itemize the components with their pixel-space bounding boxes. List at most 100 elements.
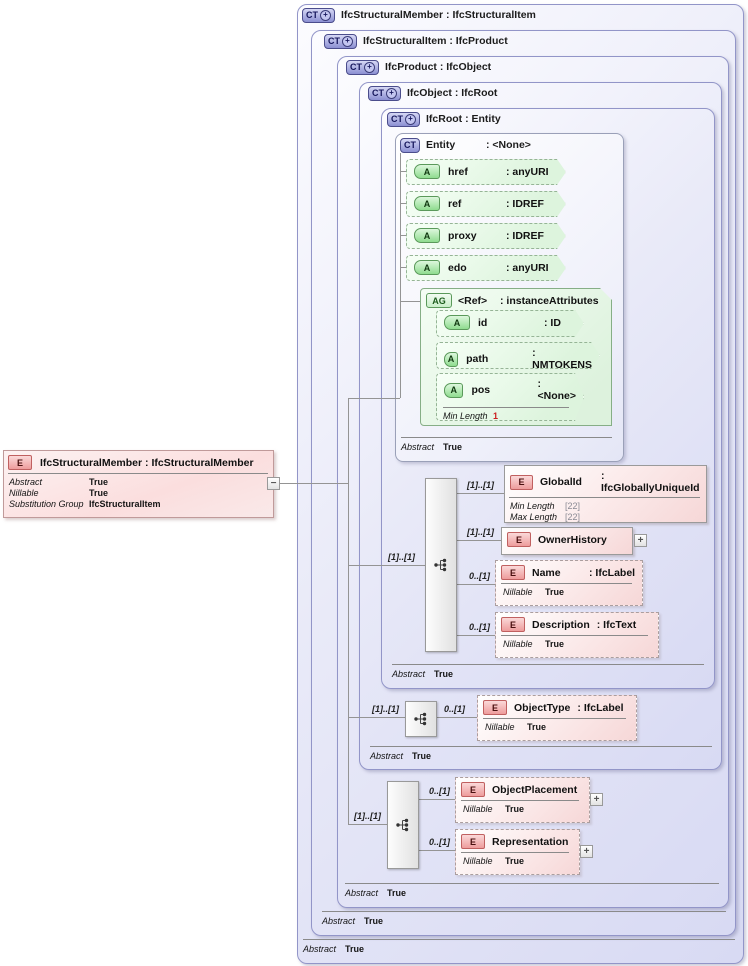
facet-label: Nillable — [9, 488, 39, 498]
container-header-ifcroot: CT+ IfcRoot : Entity — [387, 110, 501, 128]
divider — [8, 473, 268, 474]
attribute-type: : IDREF — [506, 197, 544, 210]
element-name: OwnerHistory — [538, 533, 607, 546]
divider — [322, 911, 726, 912]
element-badge: E — [483, 700, 507, 715]
element-badge: E — [501, 565, 525, 580]
connector-line — [348, 824, 387, 825]
element-type: : IfcText — [596, 618, 637, 631]
expand-button[interactable]: + — [590, 793, 603, 806]
attribute-name: proxy — [448, 229, 477, 242]
facet-label: Abstract — [322, 916, 356, 926]
facet-value: True — [505, 804, 525, 814]
facet-value: True — [545, 639, 565, 649]
attribute-group-name: <Ref> — [458, 294, 488, 307]
element-name: ObjectPlacement — [492, 783, 578, 796]
attribute-name: pos — [471, 384, 491, 396]
attribute-group-badge: AG — [426, 293, 452, 308]
container-title: IfcRoot : Entity — [426, 113, 501, 125]
element-badge: E — [507, 532, 531, 547]
divider — [461, 800, 579, 801]
connector-line — [348, 398, 400, 399]
sequence-icon — [396, 818, 409, 832]
attribute-badge: A — [414, 196, 440, 211]
expand-icon[interactable]: + — [342, 35, 353, 47]
element-name: ObjectType — [514, 701, 571, 714]
container-title: IfcStructuralItem : IfcProduct — [363, 35, 508, 47]
connector-line — [455, 540, 501, 541]
facet-label: Nillable — [503, 639, 533, 649]
facet-label: Nillable — [463, 856, 493, 866]
facet-value: True — [505, 856, 525, 866]
facet-value: True — [527, 722, 547, 732]
divider — [401, 437, 612, 438]
abstract-row-ifcobject: Abstract True — [370, 751, 431, 762]
expand-icon[interactable]: + — [364, 61, 375, 73]
collapse-button[interactable]: − — [267, 477, 280, 490]
connector-line — [417, 850, 455, 851]
connector-line — [455, 493, 504, 494]
sequence-indicator[interactable] — [387, 781, 419, 869]
element-badge: E — [461, 834, 485, 849]
cardinality-label: 0..[1] — [429, 786, 451, 796]
cardinality-label: 0..[1] — [469, 622, 491, 632]
cardinality-label: [1]..[1] — [388, 552, 415, 562]
facet-value: IfcStructuralItem — [89, 499, 161, 509]
container-header-entity: CT Entity : <None> — [400, 136, 531, 154]
facet-value: [22] — [565, 501, 581, 511]
expand-icon[interactable]: + — [386, 87, 397, 99]
cardinality-label: [1]..[1] — [354, 811, 381, 821]
expand-icon[interactable]: + — [405, 113, 416, 125]
facet-label: Abstract — [392, 669, 426, 679]
abstract-row-ifcroot: Abstract True — [392, 669, 453, 680]
connector-line — [435, 717, 477, 718]
expand-button[interactable]: + — [634, 534, 647, 547]
attribute-badge: A — [414, 260, 440, 275]
abstract-row-ifcstructuralmember: Abstract True — [303, 944, 364, 955]
sequence-indicator[interactable] — [405, 701, 437, 737]
container-header-ifcstructuralitem: CT+ IfcStructuralItem : IfcProduct — [324, 32, 508, 50]
complextype-badge: CT+ — [387, 111, 420, 127]
attribute-name: id — [478, 316, 488, 329]
expand-icon[interactable]: + — [320, 9, 331, 21]
attribute-name: path — [466, 353, 489, 365]
container-header-ifcstructuralmember: CT+ IfcStructuralMember : IfcStructuralI… — [302, 6, 536, 24]
facet-value: True — [364, 916, 384, 926]
element-name: Description — [532, 618, 590, 631]
facet-value: True — [387, 888, 407, 898]
connector-line — [400, 267, 407, 268]
connector-line — [455, 584, 495, 585]
element-name: Representation — [492, 835, 569, 848]
complextype-badge: CT+ — [324, 33, 357, 49]
attribute-name: ref — [448, 197, 462, 210]
connector-line — [348, 565, 425, 566]
element-name: GlobalId — [539, 476, 582, 488]
expand-button[interactable]: + — [580, 845, 593, 858]
sequence-indicator[interactable] — [425, 478, 457, 652]
element-representation[interactable]: E Representation Nillable True — [455, 829, 580, 875]
element-ownerhistory[interactable]: E OwnerHistory — [501, 527, 633, 555]
connector-line — [348, 717, 405, 718]
divider — [443, 407, 569, 408]
complextype-badge: CT+ — [346, 59, 379, 75]
attribute-type: : anyURI — [506, 261, 549, 274]
facet-label: Abstract — [303, 944, 337, 954]
divider — [345, 883, 719, 884]
divider — [483, 718, 626, 719]
facet-label: Abstract — [9, 477, 43, 487]
attribute-badge: A — [444, 352, 458, 367]
container-title: Entity — [426, 139, 456, 151]
